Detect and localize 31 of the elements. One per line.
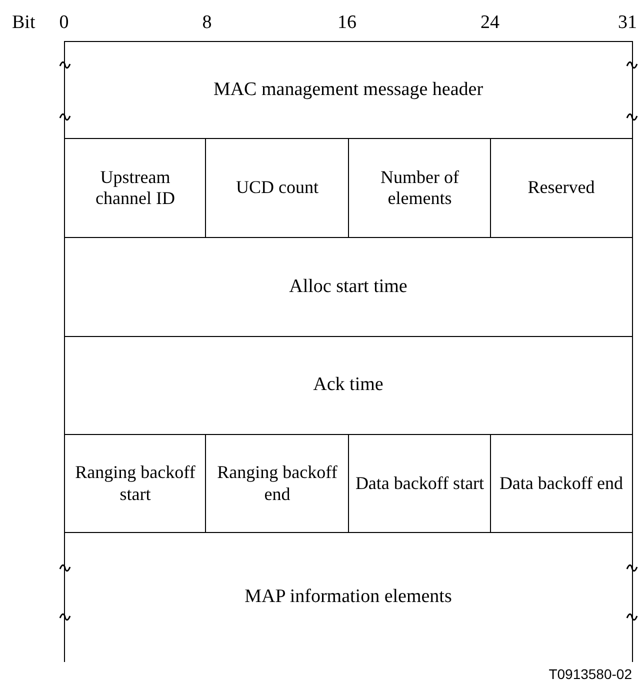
field-name: Ranging backoff start [74,462,196,506]
field-box [64,237,632,338]
field-box [205,138,350,238]
field-name: MAC management message header [212,78,484,102]
field-box [64,138,206,238]
field-box [205,434,350,534]
field-name: Ack time [312,374,384,398]
bit-number: 0 [59,13,69,32]
bit-number: 24 [480,13,500,32]
field-name: MAP information elements [244,586,453,609]
field-name: Reserved [526,177,596,200]
bit-number: 31 [618,13,637,32]
field-box [64,434,206,534]
field-box [64,532,632,662]
field-name: UCD count [235,177,320,200]
field-box [348,434,492,534]
axis-title: Bit [12,13,36,32]
field-name: Upstream channel ID [94,166,176,210]
field-box [348,138,492,238]
figure-id: T0913580-02 [548,667,632,681]
bit-number: 8 [202,13,212,32]
field-name: Alloc start time [288,276,408,299]
bit-number: 16 [338,13,356,32]
field-name: Data backoff start [354,472,486,495]
field-box [64,41,632,140]
field-box [490,434,632,534]
field-name: Data backoff end [498,472,624,495]
field-name: Number of elements [380,166,460,210]
field-box [490,138,632,238]
field-box [64,336,632,436]
field-name: Ranging backoff end [216,462,338,506]
